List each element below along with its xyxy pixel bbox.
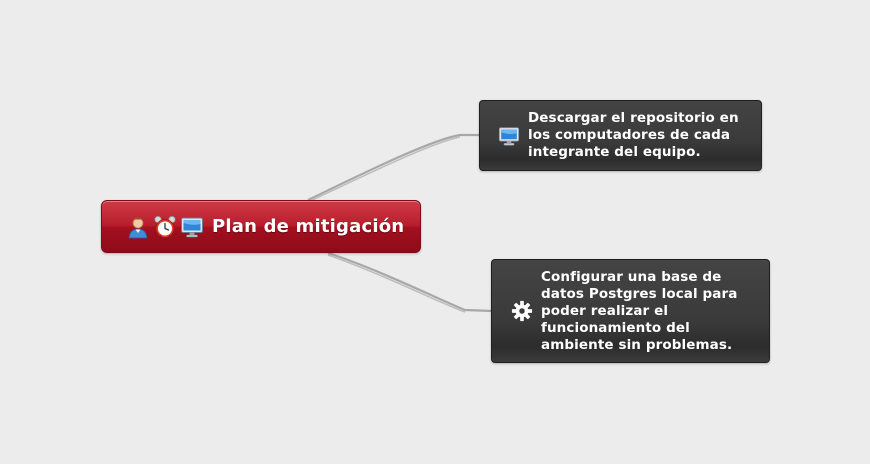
branch-node-1-line: Descargar el repositorio en [528, 110, 739, 126]
root-node[interactable]: Plan de mitigación [101, 200, 421, 253]
monitor-icon [180, 215, 204, 239]
branch-node-2[interactable]: Configurar una base de datos Postgres lo… [491, 259, 770, 363]
branch-node-1[interactable]: Descargar el repositorio en los computad… [479, 100, 762, 171]
monitor-icon [498, 125, 520, 147]
branch-node-2-line: funcionamiento del [541, 319, 690, 336]
branch-node-1-line: integrante del equipo. [528, 144, 701, 160]
alarm-clock-icon [153, 215, 177, 239]
connector-branch-2 [327, 251, 494, 313]
connector-branch-2-shadow [327, 254, 466, 313]
root-node-label: Plan de mitigación [212, 216, 405, 237]
branch-node-1-line: los computadores de cada [528, 127, 731, 143]
gear-icon [511, 300, 533, 322]
connector-branch-1 [307, 133, 481, 201]
branch-node-2-line: ambiente sin problemas. [541, 336, 733, 353]
user-icon [126, 215, 150, 239]
root-node-icons [126, 215, 204, 239]
connector-branch-1-shadow [307, 136, 461, 203]
branch-node-1-text: Descargar el repositorio en los computad… [528, 110, 739, 161]
branch-node-2-line: poder realizar el [541, 302, 669, 319]
branch-node-2-line: datos Postgres local para [541, 285, 738, 302]
branch-node-2-text: Configurar una base de datos Postgres lo… [541, 269, 738, 354]
branch-node-2-line: Configurar una base de [541, 268, 722, 285]
